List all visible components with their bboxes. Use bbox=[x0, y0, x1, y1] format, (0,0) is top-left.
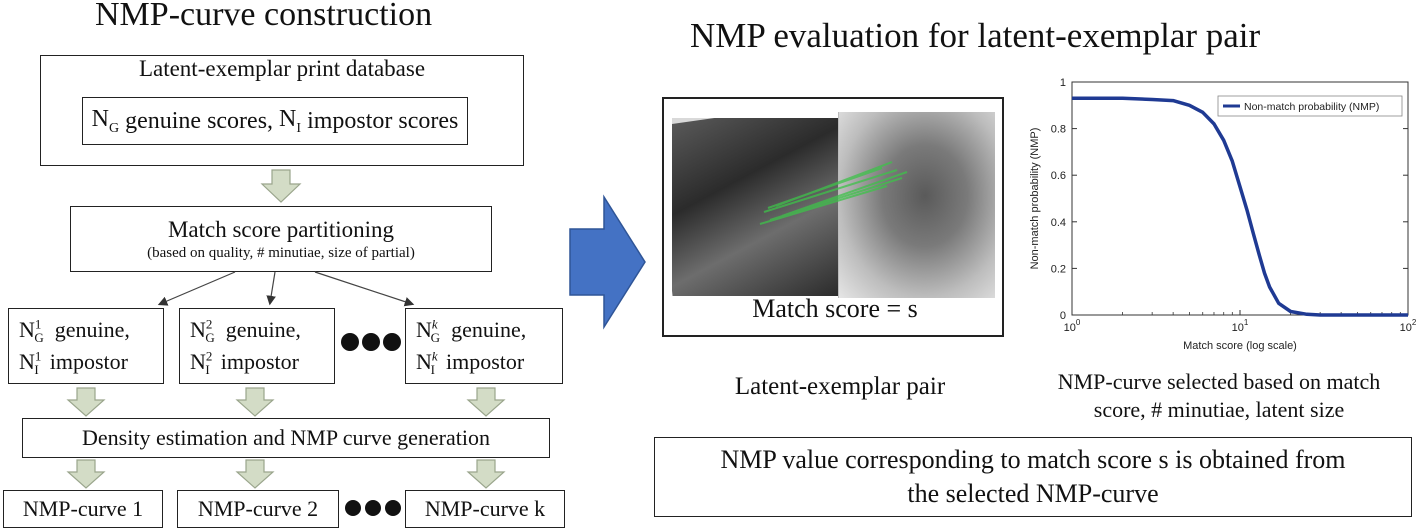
subset-1-impostor: impostor bbox=[49, 348, 128, 374]
subset-box-k: NkG genuine, NkI impostor bbox=[405, 308, 563, 384]
match-score-label: Match score = s bbox=[752, 294, 918, 323]
result-line-1: NMP value corresponding to match score s… bbox=[720, 445, 1346, 475]
database-label: Latent-exemplar print database bbox=[138, 56, 426, 81]
ellipsis-dots-curves bbox=[344, 497, 402, 524]
selection-caption: NMP-curve selected based on match score,… bbox=[1057, 369, 1381, 422]
density-box: Density estimation and NMP curve generat… bbox=[22, 418, 550, 458]
subset-1-genuine: genuine, bbox=[54, 317, 130, 342]
legend-box bbox=[1217, 95, 1403, 117]
subset-2-impostor: impostor bbox=[220, 348, 299, 374]
minutiae-match-lines bbox=[759, 161, 908, 225]
block-arrow-curve-k bbox=[466, 459, 506, 489]
ellipsis-dots-subsets bbox=[340, 330, 402, 359]
partition-title: Match score partitioning bbox=[167, 216, 395, 242]
split-arrow-k bbox=[314, 271, 415, 307]
x-tick-label: 101 bbox=[1232, 318, 1249, 334]
nmp-series-line bbox=[1072, 96, 1408, 317]
curve-box-k: NMP-curve k bbox=[405, 490, 565, 528]
y-tick-label: 0.4 bbox=[1051, 217, 1066, 229]
y-axis-label: Non-match probability (NMP) bbox=[1029, 128, 1041, 270]
block-arrow-curve-2 bbox=[235, 459, 275, 489]
result-line-2: the selected NMP-curve bbox=[907, 479, 1159, 508]
block-arrow-subset-1 bbox=[66, 387, 106, 417]
subset-box-1: N1G genuine, N1I impostor bbox=[8, 308, 164, 384]
y-tick-label: 1 bbox=[1060, 77, 1066, 89]
partition-box: Match score partitioning (based on quali… bbox=[70, 206, 492, 272]
ni-symbol: NI bbox=[279, 105, 302, 136]
block-arrow-subset-2 bbox=[235, 387, 275, 417]
result-box: NMP value corresponding to match score s… bbox=[654, 437, 1412, 517]
partition-subtitle: (based on quality, # minutiae, size of p… bbox=[147, 244, 415, 261]
y-tick-label: 0 bbox=[1060, 310, 1066, 322]
big-blue-arrow bbox=[569, 194, 646, 330]
split-arrow-2 bbox=[266, 271, 276, 306]
block-arrow-subset-k bbox=[466, 387, 506, 417]
ng-symbol: NG bbox=[91, 105, 120, 136]
density-label: Density estimation and NMP curve generat… bbox=[82, 425, 490, 450]
legend-label: Non-match probability (NMP) bbox=[1244, 101, 1379, 113]
flow-connectors bbox=[66, 169, 646, 489]
y-tick-label: 0.8 bbox=[1051, 124, 1066, 136]
right-title: NMP evaluation for latent-exemplar pair bbox=[690, 16, 1261, 55]
subset-2-genuine: genuine, bbox=[225, 317, 301, 342]
pair-caption: Latent-exemplar pair bbox=[734, 373, 946, 400]
curve-box-2: NMP-curve 2 bbox=[177, 490, 339, 528]
block-arrow-db bbox=[260, 169, 302, 203]
block-arrow-curve-1 bbox=[66, 459, 106, 489]
subset-k-genuine: genuine, bbox=[451, 317, 527, 342]
impostor-scores-text: impostor scores bbox=[307, 107, 459, 134]
plot-area bbox=[1071, 81, 1409, 316]
subset-box-2: N2G genuine, N2I impostor bbox=[179, 308, 335, 384]
exemplar-print-image bbox=[838, 112, 995, 298]
y-tick-label: 0.6 bbox=[1051, 170, 1066, 182]
left-title: NMP-curve construction bbox=[95, 0, 433, 33]
x-axis-label: Match score (log scale) bbox=[1183, 340, 1297, 352]
curve-box-1: NMP-curve 1 bbox=[3, 490, 163, 528]
score-counts-box: NG genuine scores, NI impostor scores bbox=[82, 97, 468, 145]
x-tick-label: 102 bbox=[1400, 318, 1416, 334]
genuine-scores-text: genuine scores, bbox=[125, 107, 274, 134]
subset-k-impostor: impostor bbox=[446, 348, 525, 374]
y-tick-label: 0.2 bbox=[1051, 263, 1066, 275]
x-tick-label: 100 bbox=[1064, 318, 1081, 334]
split-arrow-1 bbox=[157, 271, 236, 306]
